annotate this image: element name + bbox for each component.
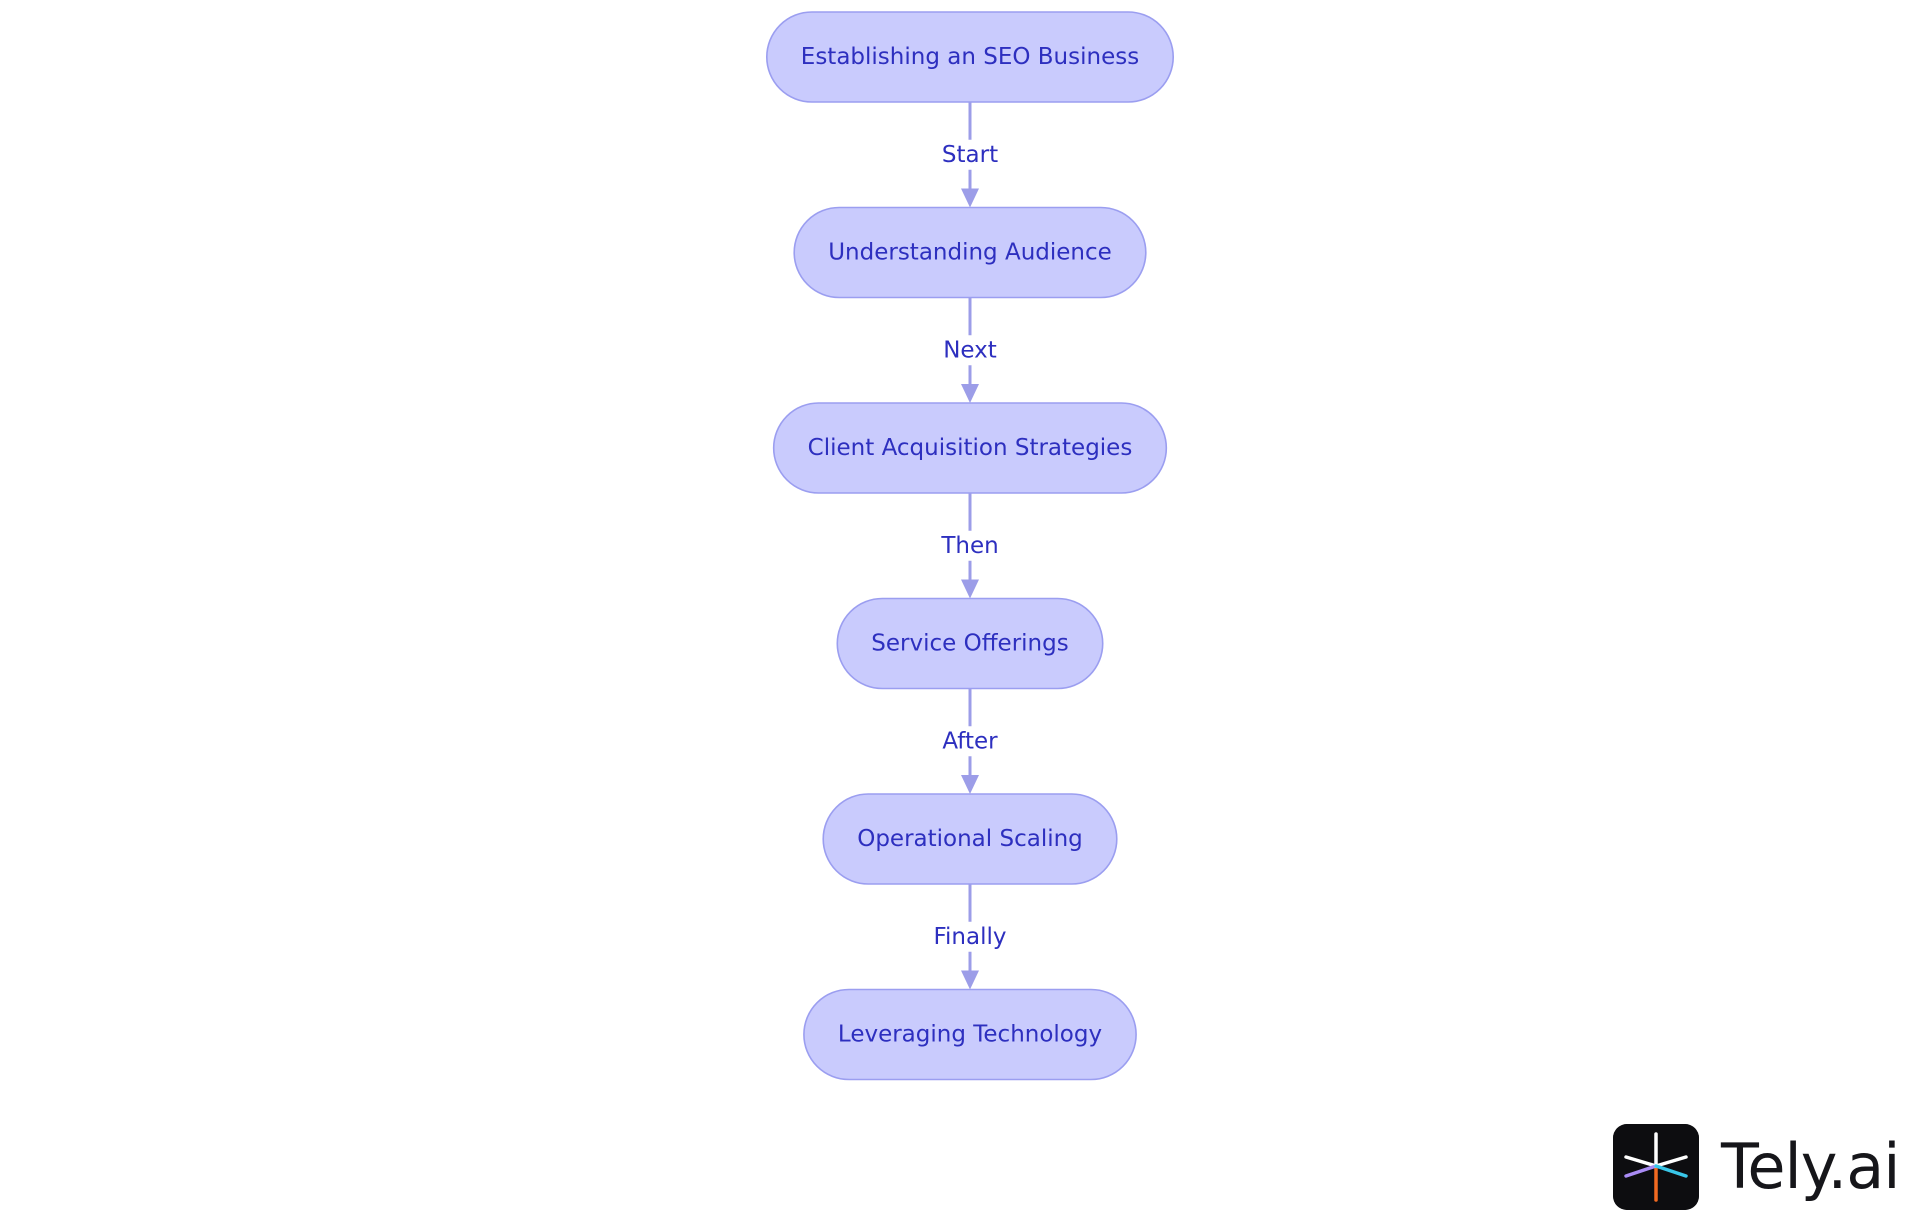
node-n2: Understanding Audience (793, 206, 1147, 299)
edge-label: Finally (933, 924, 1006, 950)
edge-n5-n6: Finally (924, 884, 1016, 990)
edge-label: After (942, 728, 998, 754)
node-shape (765, 11, 1175, 103)
node-n5: Operational Scaling (822, 793, 1118, 885)
arrowhead-icon (961, 384, 979, 403)
edge-label-background (936, 139, 1004, 170)
node-n4: Service Offerings (836, 597, 1104, 690)
arrowhead-icon (961, 579, 979, 599)
edge-n3-n4: Then (940, 493, 999, 599)
brand-watermark: Tely.ai (1613, 1124, 1903, 1210)
edge-label-background (936, 726, 1004, 757)
edge-label-background (924, 921, 1016, 952)
node-n3: Client Acquisition Strategies (772, 402, 1168, 494)
arrowhead-icon (961, 970, 979, 990)
node-label: Establishing an SEO Business (801, 44, 1139, 70)
nodes-layer: Establishing an SEO BusinessUnderstandin… (765, 11, 1175, 1081)
edge-n1-n2: Start (936, 102, 1004, 208)
node-label: Service Offerings (871, 631, 1068, 657)
edge-label: Then (940, 533, 998, 559)
edge-label-background (942, 530, 998, 561)
edge-label-background (942, 335, 998, 366)
node-shape (793, 206, 1147, 299)
edge-label: Start (942, 142, 998, 168)
arrowhead-icon (961, 775, 979, 794)
arrowhead-icon (961, 188, 979, 208)
edge-n2-n3: Next (942, 297, 998, 403)
node-n6: Leveraging Technology (803, 988, 1137, 1081)
node-shape (772, 402, 1168, 494)
node-label: Understanding Audience (828, 240, 1112, 266)
brand-name: Tely.ai (1721, 1130, 1900, 1203)
node-label: Leveraging Technology (838, 1022, 1102, 1048)
edge-label: Next (943, 337, 997, 363)
node-shape (822, 793, 1118, 885)
asterisk-star-icon (1613, 1124, 1699, 1210)
node-shape (836, 597, 1104, 690)
node-label: Client Acquisition Strategies (808, 435, 1133, 461)
edge-n4-n5: After (936, 688, 1004, 794)
node-label: Operational Scaling (857, 826, 1083, 852)
node-shape (803, 988, 1137, 1081)
node-n1: Establishing an SEO Business (765, 11, 1175, 103)
